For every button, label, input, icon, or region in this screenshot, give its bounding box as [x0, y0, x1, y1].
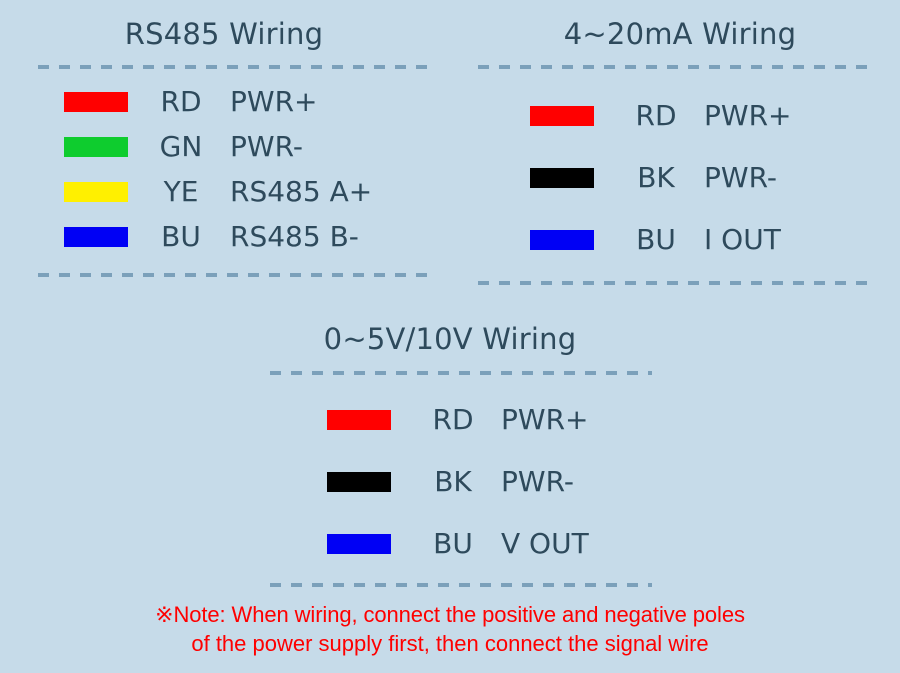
wire-color-swatch-black: [530, 168, 594, 188]
wire-function: PWR-: [501, 465, 574, 498]
wire-function: PWR-: [704, 161, 777, 194]
wire-function: PWR+: [501, 403, 589, 436]
panel-current-loop-wiring: 4~20mA Wiring RD PWR+ BK PWR- BU I OUT: [460, 20, 900, 285]
divider-top-current-loop: [478, 65, 874, 69]
panel-rs485-wiring: RS485 Wiring RD PWR+ GN PWR- YE RS485 A+…: [0, 20, 460, 277]
wire-row: RD PWR+: [460, 85, 900, 147]
wire-row: RD PWR+: [190, 389, 710, 451]
note-line-1: ※Note: When wiring, connect the positive…: [155, 602, 745, 627]
wire-color-swatch-red: [64, 91, 128, 112]
wire-code: RD: [160, 84, 202, 118]
wire-color-swatch-blue: [64, 226, 128, 247]
wire-function: I OUT: [704, 223, 781, 256]
wire-function: PWR-: [230, 129, 303, 163]
wire-color-swatch-red: [327, 410, 391, 430]
wire-function: PWR+: [704, 99, 792, 132]
wire-code: GN: [159, 129, 203, 163]
wire-color-swatch-blue: [530, 230, 594, 250]
divider-bottom-rs485: [38, 273, 432, 277]
wire-row: RD PWR+: [0, 79, 460, 124]
note-line-2: of the power supply first, then connect …: [191, 631, 709, 656]
divider-top-rs485: [38, 65, 432, 69]
wire-row: YE RS485 A+: [0, 169, 460, 214]
panel-title-rs485: RS485 Wiring: [124, 17, 324, 51]
wire-code: BU: [161, 219, 201, 253]
panel-voltage-wiring: 0~5V/10V Wiring RD PWR+ BK PWR- BU V OUT: [190, 325, 710, 587]
divider-bottom-current-loop: [478, 281, 874, 285]
wire-row: GN PWR-: [0, 124, 460, 169]
wire-function: RS485 B-: [230, 219, 359, 253]
wiring-note: ※Note: When wiring, connect the positive…: [0, 600, 900, 658]
wire-row: BK PWR-: [460, 147, 900, 209]
wire-code: RD: [635, 99, 677, 132]
wire-code: RD: [432, 403, 474, 436]
wire-code: YE: [163, 174, 199, 208]
panel-title-current-loop: 4~20mA Wiring: [563, 17, 797, 51]
wire-code: BK: [434, 465, 472, 498]
wire-code: BU: [636, 223, 676, 256]
wire-function: PWR+: [230, 84, 318, 118]
wire-color-swatch-blue: [327, 534, 391, 554]
wire-row: BU RS485 B-: [0, 214, 460, 259]
divider-top-voltage: [270, 371, 652, 375]
wire-color-swatch-yellow: [64, 181, 128, 202]
wire-row: BK PWR-: [190, 451, 710, 513]
wire-code: BK: [637, 161, 675, 194]
wire-function: V OUT: [501, 527, 589, 560]
wire-color-swatch-red: [530, 106, 594, 126]
wire-list-rs485: RD PWR+ GN PWR- YE RS485 A+ BU RS485 B-: [0, 79, 460, 259]
wire-list-current-loop: RD PWR+ BK PWR- BU I OUT: [460, 85, 900, 271]
wire-list-voltage: RD PWR+ BK PWR- BU V OUT: [190, 389, 710, 575]
divider-bottom-voltage: [270, 583, 652, 587]
wire-color-swatch-green: [64, 136, 128, 157]
wire-code: BU: [433, 527, 473, 560]
wire-color-swatch-black: [327, 472, 391, 492]
wire-function: RS485 A+: [230, 174, 373, 208]
wire-row: BU V OUT: [190, 513, 710, 575]
panel-title-voltage: 0~5V/10V Wiring: [323, 322, 577, 356]
wire-row: BU I OUT: [460, 209, 900, 271]
